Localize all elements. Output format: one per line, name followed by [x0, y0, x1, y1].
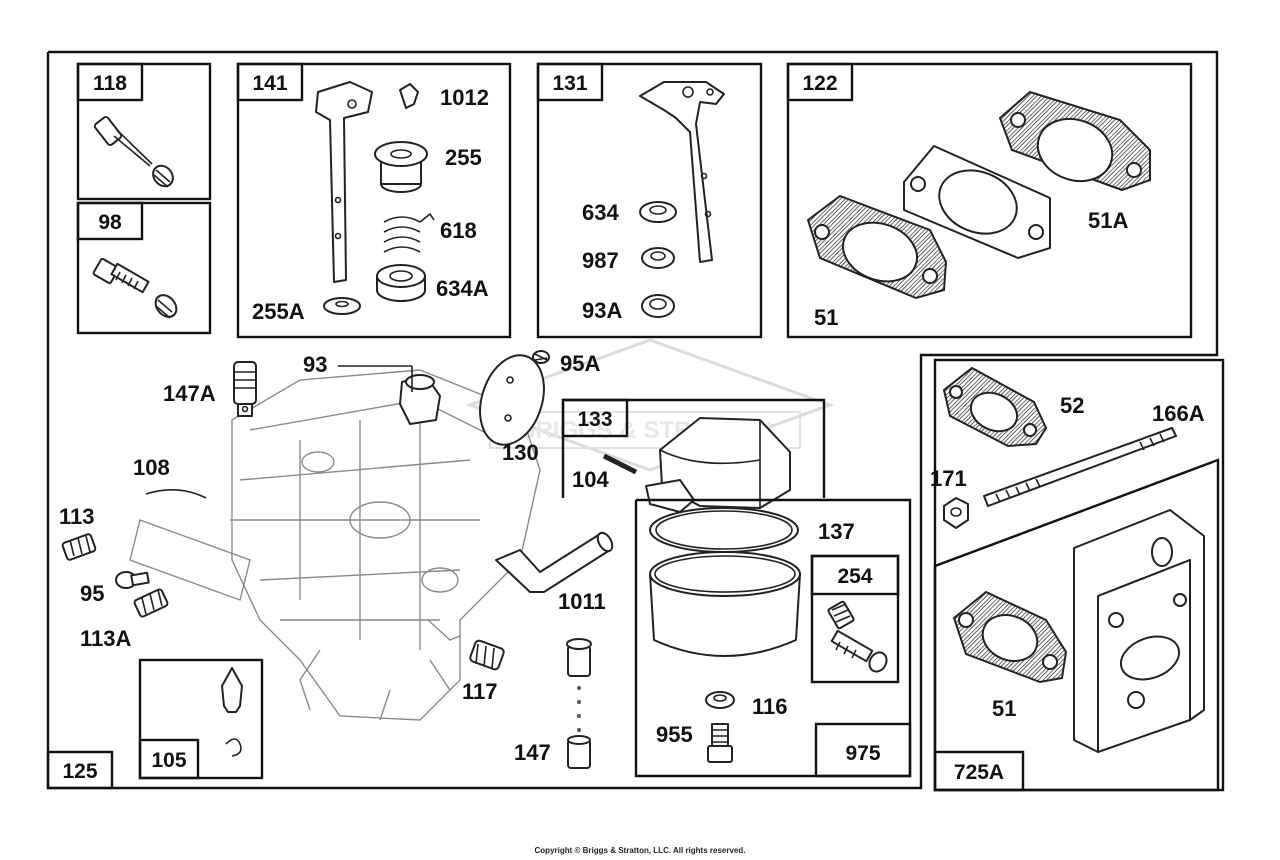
part-171-nut — [943, 497, 969, 529]
part-118-needle-valve — [93, 116, 174, 188]
part-float-bowl — [649, 551, 801, 657]
part-955-label: 955 — [656, 722, 693, 747]
group-975: 975 — [634, 498, 912, 778]
group-254: 254 — [810, 554, 900, 684]
part-634-seal — [639, 201, 677, 223]
part-725a-bracket — [1073, 509, 1205, 753]
part-255a-washer — [323, 297, 361, 315]
part-254-spring — [827, 600, 855, 630]
group-141-label: 141 — [252, 72, 287, 95]
part-113a-label: 113A — [80, 626, 131, 651]
group-131-label: 131 — [552, 72, 587, 95]
part-137-gasket — [649, 507, 799, 553]
part-116-label: 116 — [752, 694, 788, 719]
group-975-label: 975 — [845, 742, 880, 765]
group-141: 141 1012 255 618 634A — [236, 62, 512, 339]
part-95a-label: 95A — [560, 351, 600, 376]
group-122: 122 51A 51 — [786, 62, 1193, 339]
part-93a-label: 93A — [582, 298, 622, 323]
part-618-label: 618 — [440, 218, 477, 243]
part-95a-screw — [532, 350, 550, 364]
group-118: 118 — [76, 62, 212, 201]
part-634a-label: 634A — [436, 276, 489, 301]
part-98-idle-screw — [92, 257, 178, 319]
carburetor-body — [230, 369, 541, 721]
part-93-label: 93 — [303, 352, 327, 377]
part-166a-stud — [983, 427, 1177, 507]
group-133-label: 133 — [577, 408, 612, 431]
group-98-label: 98 — [98, 211, 122, 234]
part-52-gasket — [942, 366, 1048, 448]
part-95-label: 95 — [80, 581, 104, 606]
part-51-gasket-top — [806, 194, 948, 300]
part-93a-seal — [641, 294, 675, 318]
part-51-bottom-label: 51 — [992, 696, 1016, 721]
part-108-label: 108 — [133, 455, 170, 480]
part-51-gasket-bottom — [952, 590, 1068, 684]
part-51a-gasket — [998, 90, 1151, 192]
group-98: 98 — [76, 201, 212, 335]
part-147a-main-jet — [233, 361, 257, 417]
part-166a-label: 166A — [1152, 401, 1205, 426]
part-255-throttle-plate — [374, 141, 428, 193]
part-95-screw — [115, 571, 150, 589]
part-113-label: 113 — [59, 504, 95, 529]
part-113a-screw — [133, 588, 169, 618]
part-133-float — [645, 417, 791, 513]
part-147-label: 147 — [514, 740, 551, 765]
part-634a-seal — [376, 264, 426, 302]
part-51-top-label: 51 — [814, 305, 838, 330]
group-105-label: 105 — [151, 749, 186, 772]
group-118-label: 118 — [93, 72, 127, 95]
part-52-label: 52 — [1060, 393, 1084, 418]
group-125-label: 125 — [62, 760, 97, 783]
part-116-washer — [705, 691, 735, 709]
part-105-inlet-needle — [221, 667, 243, 757]
part-117-screw — [469, 639, 505, 671]
part-104-label: 104 — [572, 467, 609, 492]
part-spacer-block — [903, 145, 1051, 259]
part-147a-label: 147A — [163, 381, 216, 406]
part-255-label: 255 — [445, 145, 482, 170]
part-130-label: 130 — [502, 440, 539, 465]
part-104-pin — [602, 453, 638, 475]
group-725a-label: 725A — [954, 761, 1004, 784]
part-1011-label: 1011 — [558, 589, 606, 614]
part-113-screw — [61, 533, 97, 561]
part-130-choke-plate — [479, 354, 545, 446]
group-131: 131 634 987 93A — [536, 62, 763, 339]
part-987-label: 987 — [582, 248, 619, 273]
part-254-drain-screw — [830, 629, 888, 673]
part-955-bowl-screw — [707, 723, 733, 763]
part-255a-label: 255A — [252, 299, 305, 324]
group-122-label: 122 — [802, 72, 837, 95]
part-147-jet — [566, 638, 592, 769]
part-987-seal — [641, 247, 675, 269]
part-1011-tube — [495, 531, 614, 593]
part-108-welch-plug — [129, 489, 251, 601]
group-125: 125 — [46, 750, 114, 790]
part-137-label: 137 — [818, 519, 855, 544]
copyright-notice: Copyright © Briggs & Stratton, LLC. All … — [534, 846, 746, 855]
group-133: 133 104 — [561, 398, 826, 498]
part-1012-screw — [399, 83, 419, 109]
group-105: 105 — [138, 658, 264, 780]
group-254-label: 254 — [837, 565, 872, 588]
part-618-spring — [383, 212, 435, 253]
group-725a: 725A 51 — [933, 458, 1220, 792]
part-51a-label: 51A — [1088, 208, 1128, 233]
part-117-label: 117 — [462, 679, 498, 704]
part-141-throttle-shaft — [315, 81, 373, 283]
part-171-label: 171 — [930, 466, 967, 491]
part-634-label: 634 — [582, 200, 619, 225]
part-1012-label: 1012 — [440, 85, 489, 110]
part-131-choke-shaft — [639, 81, 725, 263]
